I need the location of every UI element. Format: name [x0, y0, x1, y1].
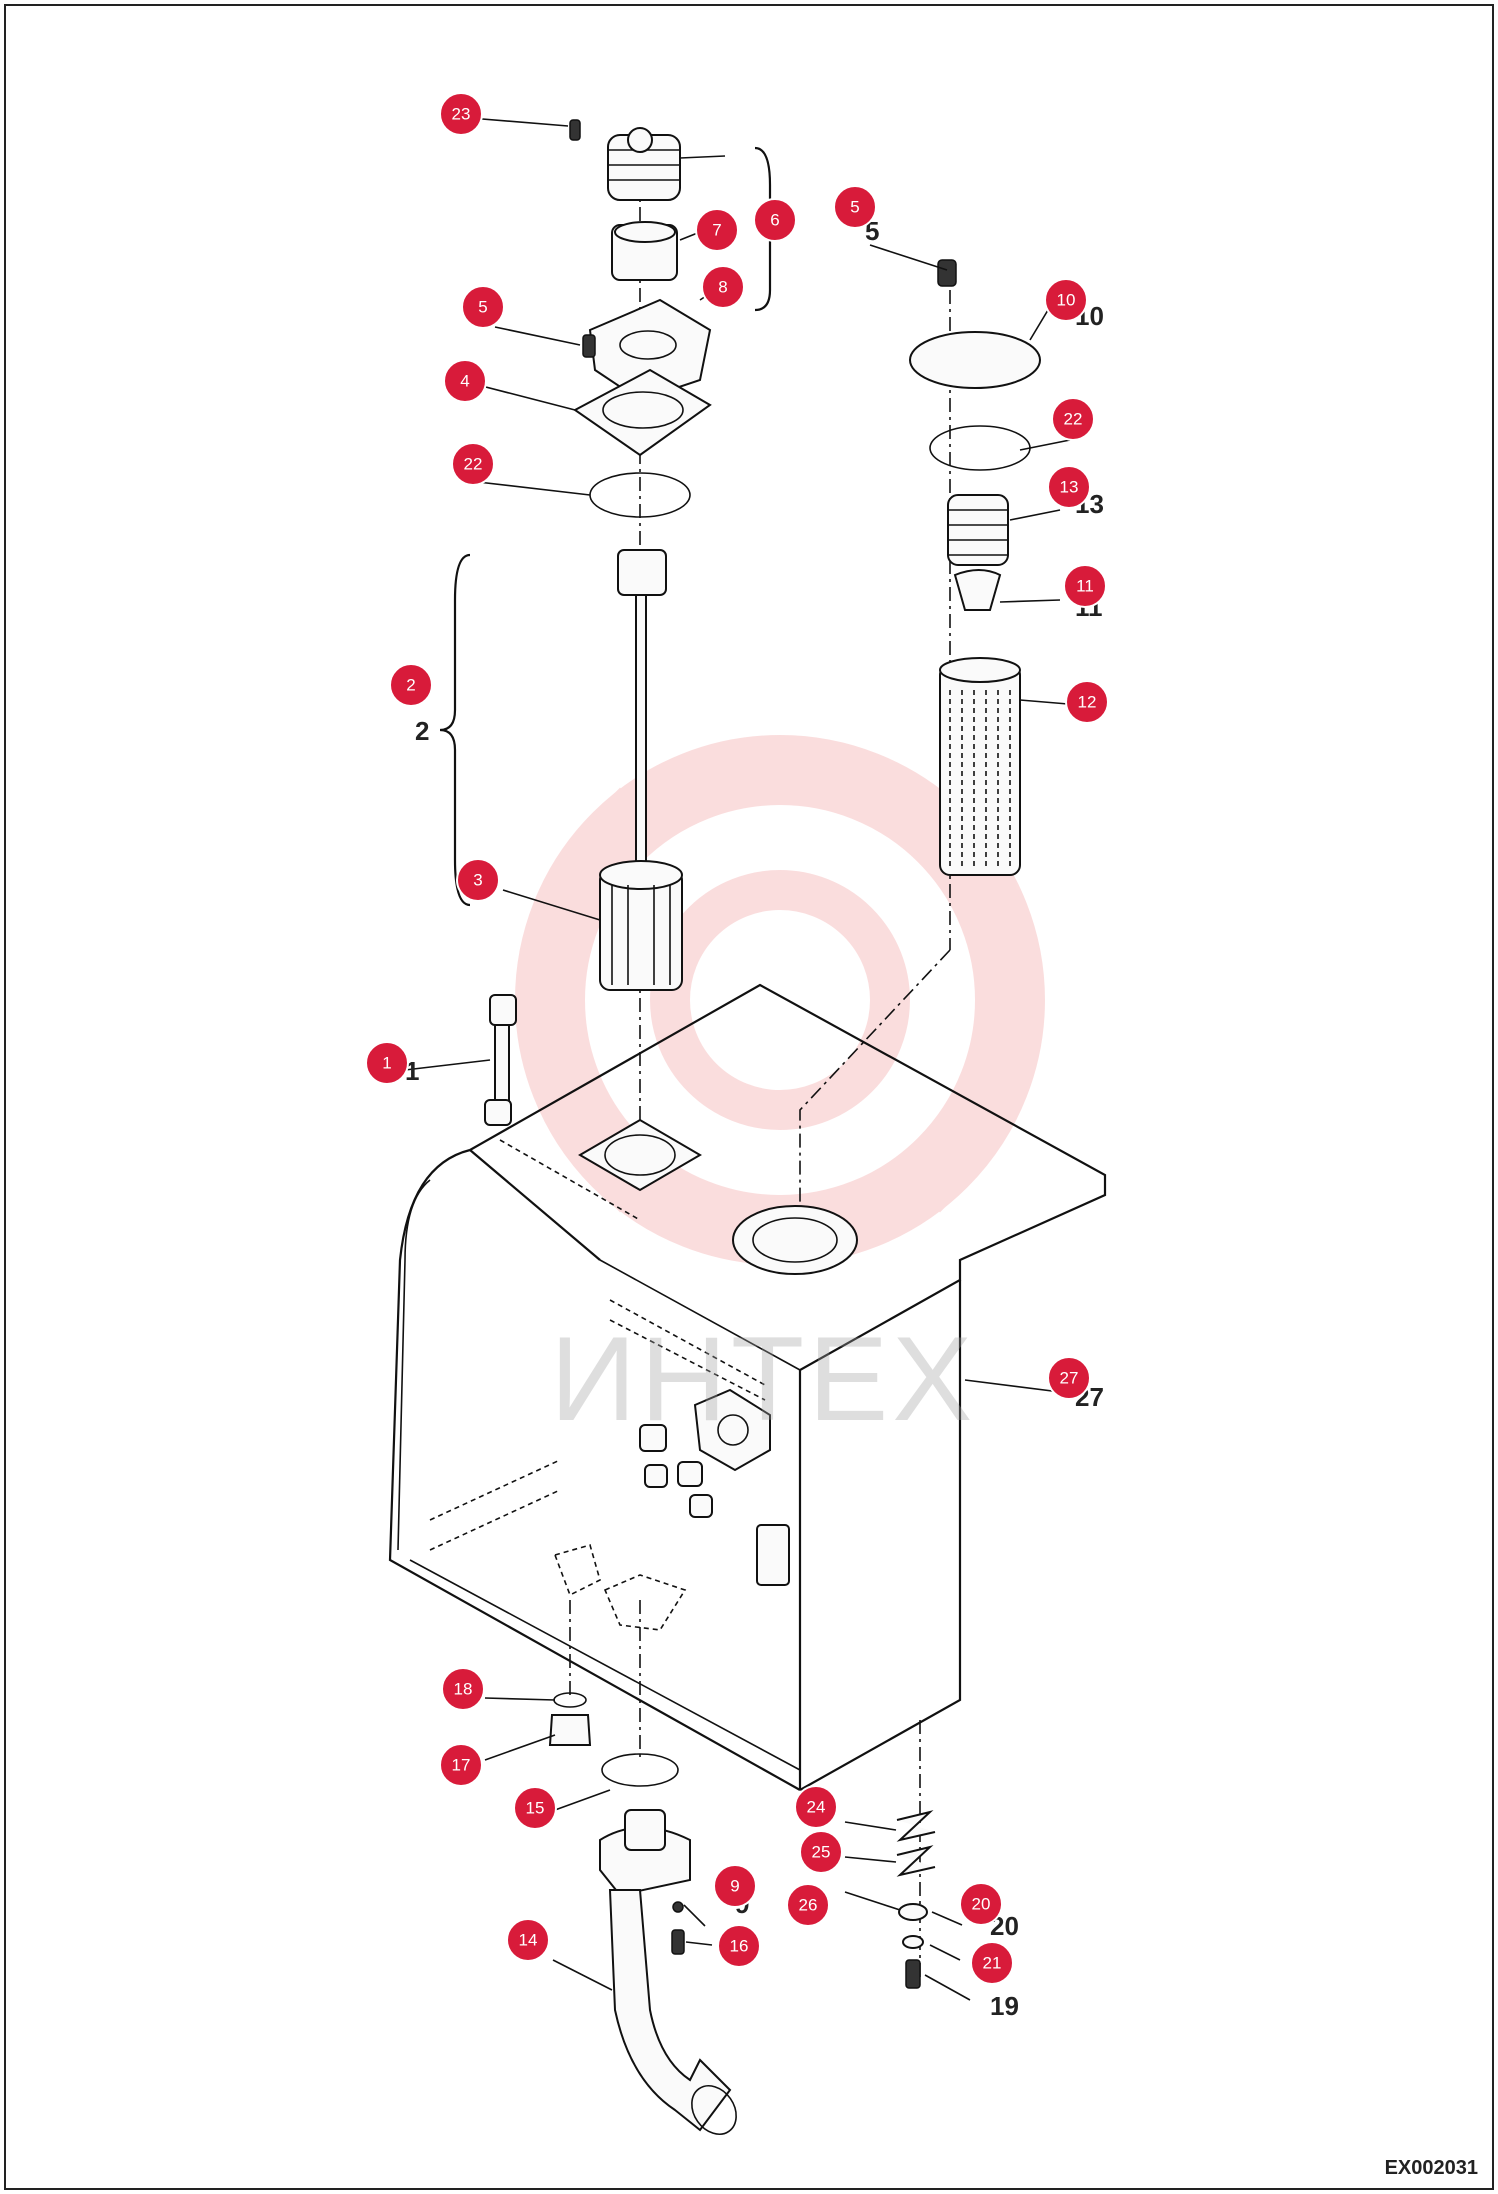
- svg-text:9: 9: [730, 1877, 739, 1896]
- svg-text:6: 6: [770, 211, 779, 230]
- svg-text:11: 11: [1076, 577, 1094, 596]
- callout-4[interactable]: 4: [443, 359, 487, 403]
- svg-text:27: 27: [1060, 1369, 1079, 1388]
- callout-10[interactable]: 10: [1044, 278, 1088, 322]
- callout-25[interactable]: 25: [799, 1830, 843, 1874]
- callout-18[interactable]: 18: [441, 1667, 485, 1711]
- callout-17[interactable]: 17: [439, 1743, 483, 1787]
- svg-text:24: 24: [807, 1798, 826, 1817]
- callout-22[interactable]: 22: [451, 442, 495, 486]
- hydraulic-tank-27: [388, 983, 1107, 1791]
- level-gauge-assembly: [599, 549, 683, 991]
- sight-gauge-part-1: [484, 994, 517, 1126]
- plain-label-2: 2: [415, 716, 429, 746]
- callout-9[interactable]: 9: [713, 1864, 757, 1908]
- svg-text:20: 20: [972, 1895, 991, 1914]
- callout-27[interactable]: 27: [1047, 1356, 1091, 1400]
- svg-text:5: 5: [850, 198, 859, 217]
- svg-text:22: 22: [464, 455, 483, 474]
- svg-text:15: 15: [526, 1799, 545, 1818]
- callout-2[interactable]: 2: [389, 663, 433, 707]
- svg-text:2: 2: [406, 676, 415, 695]
- callout-26[interactable]: 26: [786, 1883, 830, 1927]
- callout-14[interactable]: 14: [506, 1918, 550, 1962]
- svg-text:23: 23: [452, 105, 471, 124]
- callout-22[interactable]: 22: [1051, 397, 1095, 441]
- svg-text:7: 7: [712, 221, 721, 240]
- callout-5[interactable]: 5: [833, 185, 877, 229]
- callout-8[interactable]: 8: [701, 265, 745, 309]
- callout-6[interactable]: 6: [753, 198, 797, 242]
- callout-16[interactable]: 16: [717, 1924, 761, 1968]
- callout-3[interactable]: 3: [456, 858, 500, 902]
- diagram-frame: [4, 4, 1494, 2190]
- svg-text:21: 21: [983, 1954, 1002, 1973]
- callout-15[interactable]: 15: [513, 1786, 557, 1830]
- breather-cap-assembly: [569, 119, 712, 518]
- svg-text:4: 4: [460, 372, 469, 391]
- brace-2: [439, 553, 471, 907]
- callout-1[interactable]: 1: [365, 1041, 409, 1085]
- callout-21[interactable]: 21: [970, 1941, 1014, 1985]
- callout-20[interactable]: 20: [959, 1882, 1003, 1926]
- callout-23[interactable]: 23: [439, 92, 483, 136]
- svg-text:5: 5: [478, 298, 487, 317]
- mounting-shims-and-bolts: [896, 1810, 936, 1989]
- svg-text:10: 10: [1057, 291, 1076, 310]
- callout-7[interactable]: 7: [695, 208, 739, 252]
- callout-11[interactable]: 11: [1063, 564, 1107, 608]
- svg-text:8: 8: [718, 278, 727, 297]
- svg-text:17: 17: [452, 1756, 471, 1775]
- svg-text:3: 3: [473, 871, 482, 890]
- svg-text:22: 22: [1064, 410, 1083, 429]
- svg-text:13: 13: [1060, 478, 1079, 497]
- svg-text:26: 26: [799, 1896, 818, 1915]
- svg-text:16: 16: [730, 1937, 749, 1956]
- callout-12[interactable]: 12: [1065, 680, 1109, 724]
- svg-text:14: 14: [519, 1931, 538, 1950]
- drain-and-suction-parts: [548, 1692, 737, 2135]
- svg-text:25: 25: [812, 1843, 831, 1862]
- svg-text:1: 1: [382, 1054, 391, 1073]
- plain-label-19: 19: [990, 1991, 1019, 2021]
- callout-13[interactable]: 13: [1047, 465, 1091, 509]
- document-code: EX002031: [1384, 2157, 1478, 2179]
- callout-24[interactable]: 24: [794, 1785, 838, 1829]
- svg-text:12: 12: [1078, 693, 1097, 712]
- assembly-axes: [569, 180, 951, 1980]
- callout-5[interactable]: 5: [461, 285, 505, 329]
- watermark-text: ИНТЕХ: [550, 1312, 977, 1446]
- svg-text:18: 18: [454, 1680, 473, 1699]
